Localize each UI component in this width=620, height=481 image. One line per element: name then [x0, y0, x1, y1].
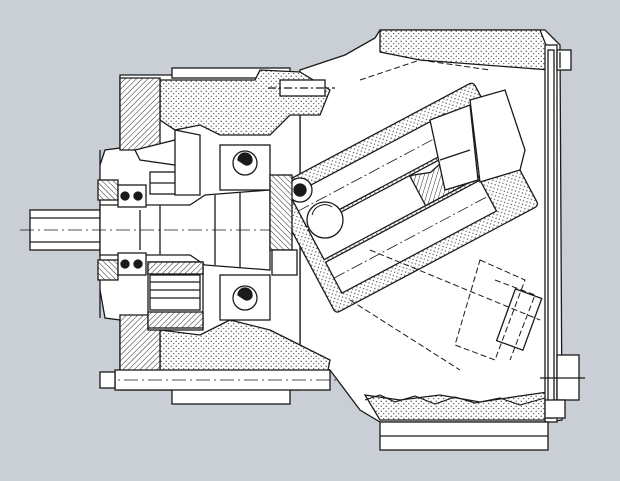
piston-center-ball	[306, 201, 344, 239]
break-line	[364, 394, 546, 406]
end-cap-bolt-top	[556, 49, 572, 71]
shaft-seal	[97, 179, 119, 281]
main-roller-bearing	[147, 171, 204, 331]
valve-plate	[429, 89, 526, 191]
swivel-slot	[495, 288, 543, 351]
hidden-lines	[349, 59, 541, 371]
flange-lug	[134, 129, 201, 196]
housing-foot	[379, 421, 549, 451]
front-roller-bearing	[117, 184, 147, 276]
housing-wall-top	[119, 77, 161, 151]
drain-plug	[268, 79, 335, 97]
retaining-plate	[269, 174, 298, 276]
ball-bearing-bottom	[219, 274, 271, 321]
end-cap-bolt-bottom	[540, 354, 585, 419]
ball-bearing-top	[219, 144, 271, 191]
drive-shaft	[29, 189, 271, 271]
through-bolt	[99, 369, 340, 391]
